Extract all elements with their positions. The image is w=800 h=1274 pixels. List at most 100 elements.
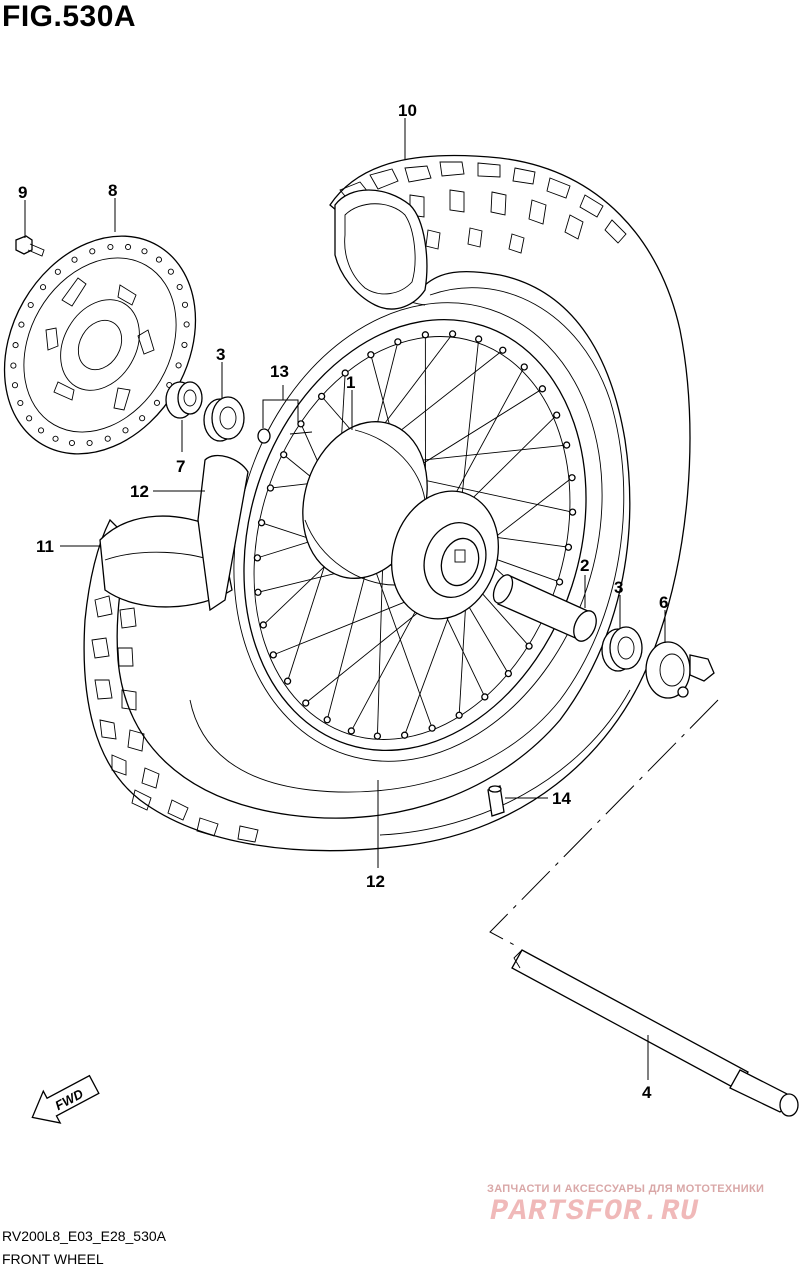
disc-hole: [175, 362, 182, 369]
spoke-nipple: [297, 420, 305, 428]
callouts: 10 9 8 3 13 1 7 12 11 2 3 6 14 12 4: [18, 101, 668, 1102]
disc-hole: [11, 382, 19, 389]
spoke-nipple: [475, 335, 483, 343]
disc-hole: [17, 399, 24, 407]
disc-hole: [54, 268, 61, 275]
spoke-nipple: [269, 651, 277, 659]
callout-14: 14: [552, 789, 571, 808]
spoke-nipple: [280, 451, 288, 459]
callout-9: 10: [398, 101, 417, 120]
fwd-arrow: FWD: [31, 1074, 100, 1124]
callout-6: 7: [176, 457, 185, 476]
wheel-rim: [233, 302, 603, 762]
spoke-nipple: [428, 724, 436, 732]
disc-hole: [37, 427, 45, 434]
spoke-nipple: [367, 351, 375, 359]
spoke-nipple: [568, 508, 577, 516]
callout-4: 4: [642, 1083, 652, 1102]
spoke-nipple: [563, 441, 571, 449]
disc-hole: [104, 435, 111, 442]
valve: [487, 785, 505, 817]
spoke-nipple: [323, 716, 331, 724]
callout-7: 8: [108, 181, 117, 200]
disc-hole: [18, 321, 25, 328]
spoke-nipple: [253, 554, 262, 562]
disc-hole: [86, 439, 93, 447]
spoke-nipple: [257, 519, 266, 527]
callout-3-left: 3: [216, 345, 225, 364]
figure-description: FRONT WHEEL: [2, 1251, 104, 1267]
disc-hole: [52, 435, 59, 442]
disc-hole: [122, 427, 129, 434]
leader-lines: [24, 118, 666, 1080]
disc-hole: [183, 321, 190, 328]
callout-5: 6: [659, 593, 668, 612]
bearing-left: [203, 396, 245, 442]
brake-disc: [3, 235, 197, 455]
spoke-nipple: [499, 346, 507, 354]
disc-hole: [26, 415, 33, 422]
spoke-nipple: [538, 385, 547, 393]
callout-1: 1: [346, 373, 355, 392]
spoke-nipple: [568, 474, 576, 482]
callout-13: 13: [270, 362, 289, 381]
spoke-nipple: [553, 411, 561, 419]
spoke-nipple: [448, 330, 457, 338]
callout-11: 12: [130, 482, 149, 501]
wheel-hub: [302, 421, 500, 620]
tire-tread-left: [91, 595, 259, 843]
front-axle: [511, 949, 799, 1117]
callout-10: 11: [36, 537, 54, 556]
disc-hole: [10, 362, 17, 369]
disc-hole: [181, 301, 189, 308]
callout-8: 9: [18, 183, 27, 202]
disc-hole: [181, 341, 188, 348]
callout-2: 2: [580, 556, 589, 575]
disc-hole: [12, 342, 19, 349]
spoke-nipple: [504, 669, 513, 678]
disc-hole: [153, 399, 161, 406]
spoke-nipple: [347, 727, 355, 735]
watermark-brand: PARTSFOR.RU: [490, 1195, 700, 1229]
tire-cross-section: [334, 189, 428, 310]
spoke-nipple: [564, 543, 573, 551]
spoke-nipple: [302, 699, 310, 707]
disc-hole: [176, 283, 183, 291]
speedometer-gearbox: [645, 641, 715, 699]
spoke-nipple: [317, 392, 326, 401]
spoke-nipple: [525, 642, 533, 650]
tire: [83, 154, 691, 852]
disc-bolt: [15, 235, 45, 257]
disc-hole: [141, 248, 148, 255]
disc-hole: [89, 248, 96, 255]
disc-hole: [139, 415, 146, 422]
spoke-nipple: [555, 578, 564, 586]
spoke-nipple: [400, 731, 409, 739]
spacer: [165, 381, 203, 419]
spoke-nipple: [254, 588, 262, 596]
disc-hole: [155, 256, 163, 263]
watermark-subtitle: ЗАПЧАСТИ И АКСЕССУАРЫ ДЛЯ МОТОТЕХНИКИ: [487, 1183, 765, 1195]
disc-hole: [71, 256, 78, 263]
spoke-nipple: [455, 711, 463, 719]
disc-hole: [68, 439, 76, 447]
spoke-nipple: [520, 363, 528, 371]
figure-code: RV200L8_E03_E28_530A: [2, 1228, 167, 1244]
spoke-nipple: [421, 331, 430, 339]
fender-flaps: [99, 455, 249, 612]
spoke-nipple: [266, 484, 275, 492]
disc-hole: [107, 243, 114, 251]
spoke-nipple: [481, 693, 489, 701]
spoke-nipple: [341, 369, 349, 377]
disc-hole: [167, 268, 174, 275]
disc-hole: [39, 284, 47, 291]
disc-hole: [27, 301, 34, 309]
spoke-nipple: [259, 621, 267, 629]
callout-3-right: 3: [614, 578, 623, 597]
spoke-nipple: [394, 338, 402, 346]
spoke-nipple: [283, 677, 292, 685]
axle-collar: [492, 574, 597, 642]
small-screw: [257, 428, 313, 444]
callout-12: 12: [366, 872, 385, 891]
